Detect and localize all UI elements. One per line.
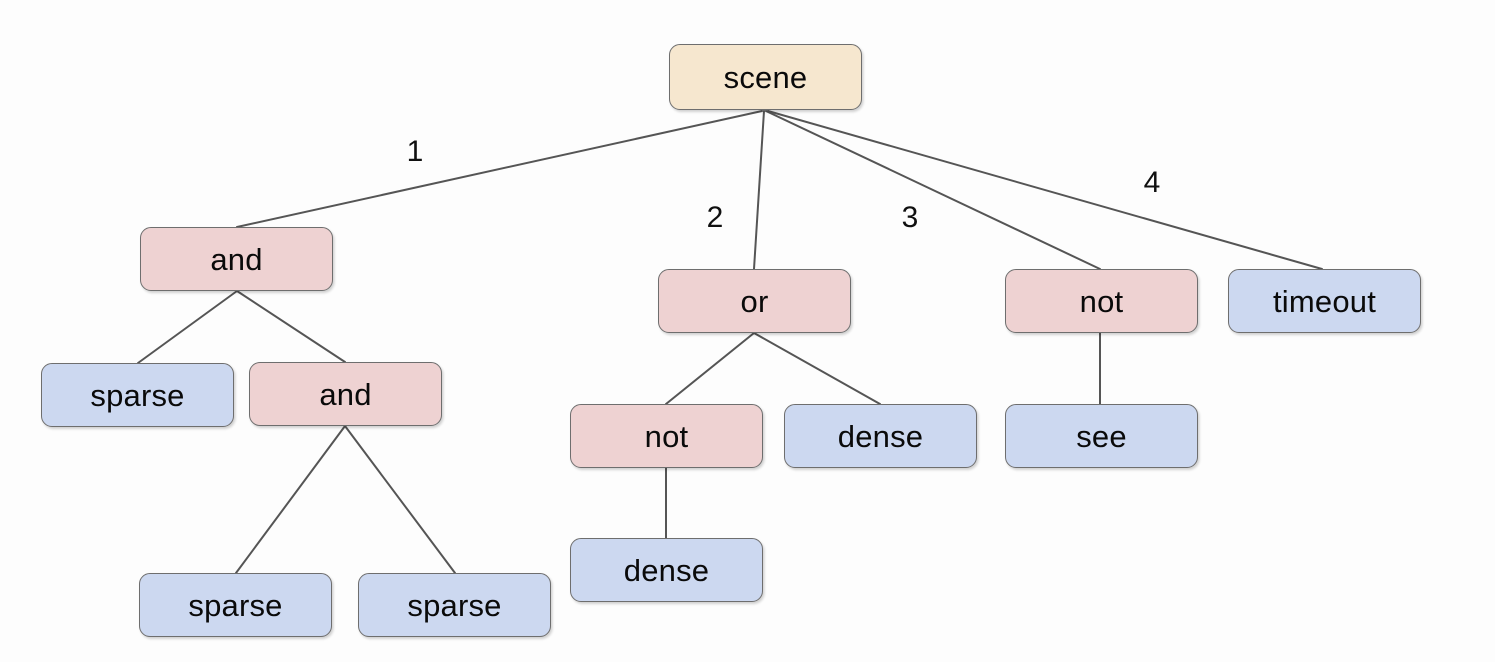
- edge-label-4: 4: [1143, 166, 1161, 199]
- tree-edge-or1-to-dense1: [753, 332, 881, 405]
- tree-node-dense1[interactable]: dense: [784, 404, 977, 468]
- tree-node-label: see: [1076, 418, 1127, 454]
- tree-node-label: not: [644, 418, 689, 454]
- tree-node-sparse1[interactable]: sparse: [41, 363, 234, 427]
- tree-node-label: dense: [837, 418, 924, 454]
- tree-node-sparse2[interactable]: sparse: [139, 573, 332, 637]
- tree-node-label: dense: [623, 552, 710, 588]
- tree-node-label: or: [740, 283, 769, 319]
- tree-node-label: scene: [723, 59, 808, 95]
- tree-node-see1[interactable]: see: [1005, 404, 1198, 468]
- tree-edge-or1-to-not1: [665, 332, 755, 405]
- tree-edge-scene-to-and1: [236, 110, 763, 228]
- tree-node-and2[interactable]: and: [249, 362, 442, 426]
- tree-node-label: sparse: [90, 377, 185, 413]
- tree-node-label: not: [1079, 283, 1124, 319]
- edge-label-3: 3: [901, 201, 919, 234]
- tree-node-label: sparse: [407, 587, 502, 623]
- tree-node-dense2[interactable]: dense: [570, 538, 763, 602]
- tree-edge-scene-to-not2: [765, 110, 1101, 270]
- tree-edge-and1-to-and2: [236, 290, 346, 363]
- tree-node-label: and: [210, 241, 263, 277]
- edge-label-2: 2: [706, 201, 724, 234]
- tree-edge-and2-to-sparse3: [344, 425, 456, 574]
- tree-node-and1[interactable]: and: [140, 227, 333, 291]
- tree-node-label: timeout: [1272, 283, 1377, 319]
- tree-node-scene[interactable]: scene: [669, 44, 862, 110]
- tree-edge-scene-to-timeout1: [767, 110, 1323, 270]
- tree-node-or1[interactable]: or: [658, 269, 851, 333]
- tree-edge-and1-to-sparse1: [137, 290, 238, 364]
- tree-node-label: sparse: [188, 587, 283, 623]
- tree-node-label: and: [319, 376, 372, 412]
- edge-label-1: 1: [406, 135, 424, 168]
- tree-node-sparse3[interactable]: sparse: [358, 573, 551, 637]
- tree-node-not2[interactable]: not: [1005, 269, 1198, 333]
- tree-edge-scene-to-or1: [753, 110, 765, 270]
- tree-node-timeout1[interactable]: timeout: [1228, 269, 1421, 333]
- tree-node-not1[interactable]: not: [570, 404, 763, 468]
- tree-edge-and2-to-sparse2: [235, 425, 346, 574]
